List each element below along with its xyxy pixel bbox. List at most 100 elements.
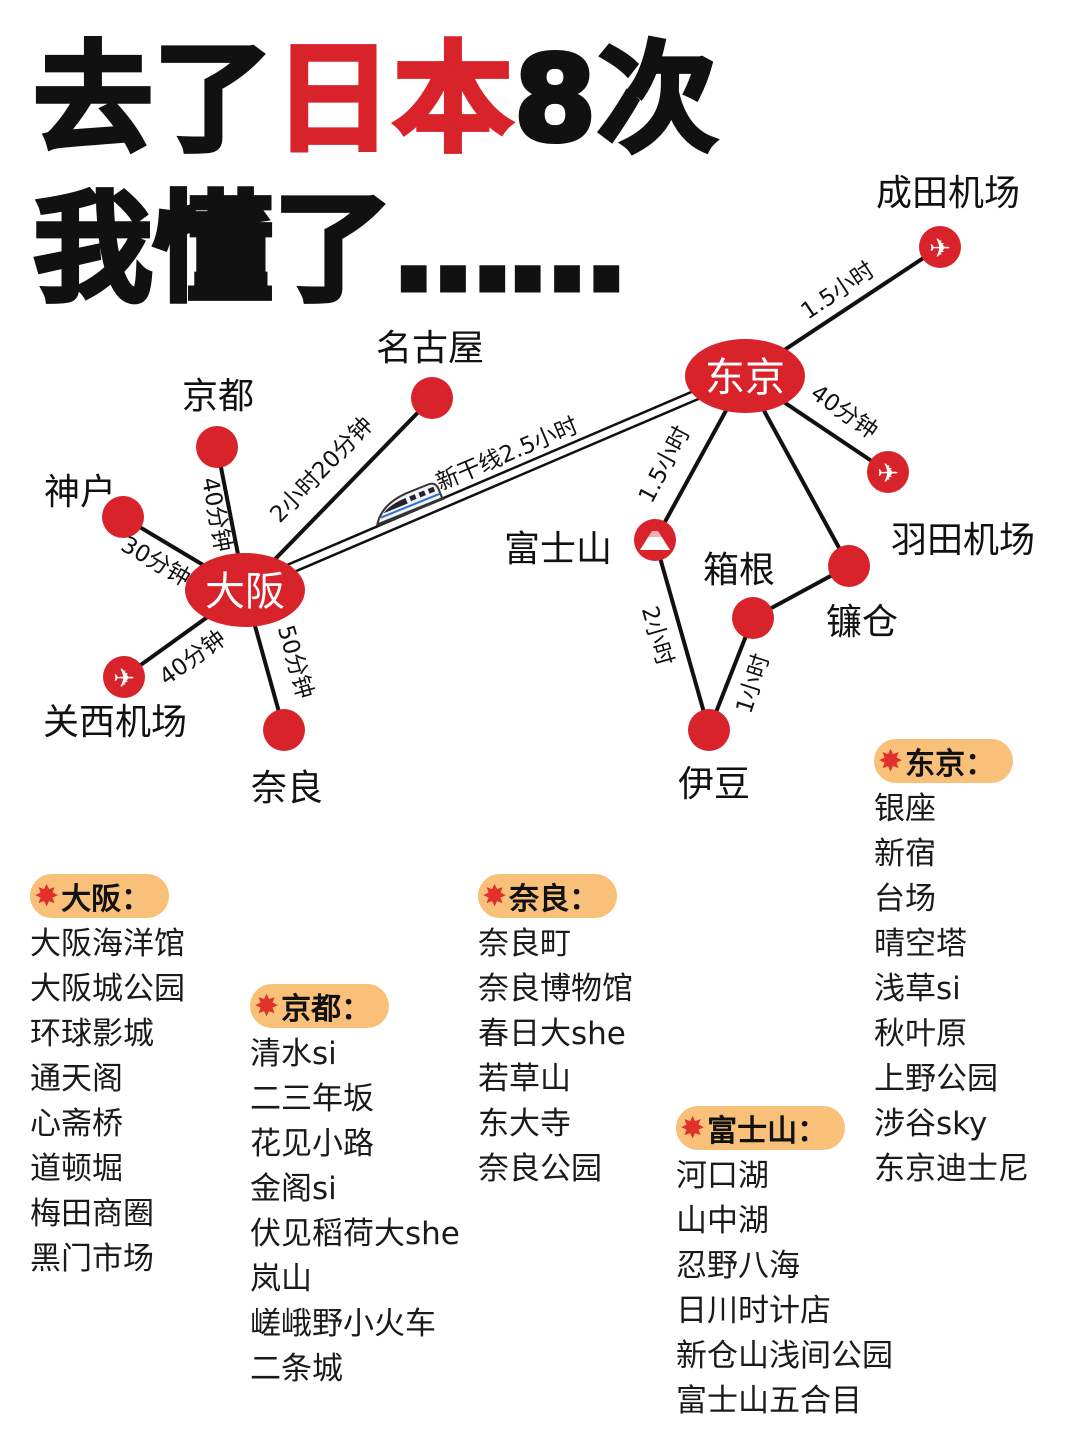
label-kyoto: 京都	[182, 376, 254, 417]
title-line-2: 我懂了……	[31, 188, 628, 311]
list-header-fuji: ✸富士山：	[676, 1106, 846, 1150]
list-item: 二条城	[250, 1351, 343, 1387]
label-nara: 奈良	[251, 768, 323, 809]
title-line-1: 去了日本8次	[31, 38, 718, 161]
list-item: 上野公园	[874, 1061, 998, 1097]
edge-label-osaka-kansai: 40分钟	[155, 626, 231, 691]
title-part-times: 8次	[512, 30, 719, 168]
list-osaka: ✸大阪： 大阪海洋馆大阪城公园环球影城通天阁心斋桥道顿堀梅田商圈黑门市场	[30, 874, 185, 1282]
edge-osaka-nagoya	[243, 396, 434, 592]
list-header-tokyo: ✸东京：	[874, 739, 1014, 783]
list-header-nara: ✸奈良：	[478, 874, 618, 918]
list-header-kyoto: ✸京都：	[250, 984, 390, 1028]
list-item: 浅草si	[874, 971, 961, 1007]
node-izu	[688, 709, 730, 751]
airplane-icon: ✈	[877, 459, 899, 489]
list-item: 日川时计店	[676, 1293, 831, 1329]
list-item: 涉谷sky	[874, 1106, 988, 1142]
node-kamakura	[828, 545, 870, 587]
label-izu: 伊豆	[678, 764, 750, 805]
list-item: 奈良町	[478, 926, 571, 962]
label-kansai-airport: 关西机场	[43, 702, 187, 743]
edge-label-tokyo-fuji: 1.5小时	[634, 422, 696, 507]
attraction-list: 大阪海洋馆大阪城公园环球影城通天阁心斋桥道顿堀梅田商圈黑门市场	[30, 922, 185, 1282]
node-haneda-airport: ✈	[867, 451, 909, 493]
node-nagoya	[411, 377, 453, 419]
list-item: 富士山五合目	[676, 1383, 862, 1419]
route-map: ✈ ✈ ✈ 大阪 东京 京都 神户 名古屋 关西机场 奈良 成田机场 羽田机场 …	[43, 173, 1035, 809]
title-part-understood: 我懂了	[31, 180, 395, 318]
list-item: 忍野八海	[676, 1248, 800, 1284]
list-item: 清水si	[250, 1036, 337, 1072]
mountain-icon	[640, 531, 670, 550]
list-item: 金阁si	[250, 1171, 337, 1207]
shinkansen-train-icon	[375, 482, 445, 527]
hub-osaka	[185, 553, 305, 627]
edge-label-osaka-kyoto: 40分钟	[196, 475, 236, 554]
title-part-dots: ……	[392, 180, 629, 318]
burst-icon: ✸	[254, 988, 280, 1024]
edge-label-tokyo-haneda: 40分钟	[806, 380, 883, 444]
attraction-list: 河口湖山中湖忍野八海日川时计店新仓山浅间公园富士山五合目	[676, 1154, 893, 1424]
list-item: 梅田商圈	[30, 1196, 154, 1232]
edge-label-fuji-izu: 2小时	[636, 603, 678, 668]
edge-label-shinkansen: 新干线2.5小时	[432, 413, 582, 496]
label-kamakura: 镰仓	[826, 602, 898, 643]
list-kyoto: ✸京都： 清水si 二三年坂花见小路金阁si 伏见稻荷大she 岚山嵯峨野小火车二条城	[250, 984, 460, 1392]
label-fuji: 富士山	[504, 529, 612, 570]
list-tokyo: ✸东京： 银座新宿台场晴空塔浅草si 秋叶原上野公园涉谷sky 东京迪士尼	[874, 739, 1029, 1192]
edge-label-osaka-kobe: 30分钟	[116, 532, 194, 592]
edge-osaka-tokyo	[244, 367, 746, 595]
list-nara: ✸奈良： 奈良町奈良博物馆春日大she 若草山东大寺奈良公园	[478, 874, 633, 1192]
list-item: 环球影城	[30, 1016, 154, 1052]
edge-label-osaka-nara: 50分钟	[272, 622, 318, 702]
list-item: 新仓山浅间公园	[676, 1338, 893, 1374]
list-item: 奈良公园	[478, 1151, 602, 1187]
node-kobe	[102, 496, 144, 538]
title-part-japan: 日本	[272, 30, 515, 168]
label-hakone: 箱根	[703, 550, 775, 591]
list-item: 晴空塔	[874, 926, 967, 962]
list-item: 大阪海洋馆	[30, 926, 185, 962]
burst-icon: ✸	[680, 1110, 706, 1146]
hub-tokyo	[685, 339, 805, 413]
node-kansai-airport: ✈	[103, 656, 145, 698]
airplane-icon: ✈	[113, 664, 135, 694]
hub-label-osaka: 大阪	[205, 569, 285, 615]
list-item: 东京迪士尼	[874, 1151, 1029, 1187]
list-item: 嵯峨野小火车	[250, 1306, 436, 1342]
node-fuji	[634, 519, 676, 561]
burst-icon: ✸	[34, 878, 60, 914]
list-item: 奈良博物馆	[478, 971, 633, 1007]
list-item: 伏见稻荷大she	[250, 1216, 460, 1252]
title-part-went: 去了	[31, 30, 275, 168]
list-item: 二三年坂	[250, 1081, 374, 1117]
list-item: 心斋桥	[30, 1106, 123, 1142]
hub-label-tokyo: 东京	[705, 355, 785, 401]
list-item: 东大寺	[478, 1106, 571, 1142]
list-item: 山中湖	[676, 1203, 769, 1239]
node-nara	[263, 709, 305, 751]
label-nagoya: 名古屋	[376, 328, 484, 369]
list-item: 河口湖	[676, 1158, 769, 1194]
label-kobe: 神户	[44, 472, 116, 513]
airplane-icon: ✈	[929, 234, 951, 264]
list-item: 秋叶原	[874, 1016, 967, 1052]
node-narita-airport: ✈	[919, 226, 961, 268]
list-item: 银座	[874, 791, 936, 827]
list-item: 新宿	[874, 836, 936, 872]
attraction-list: 奈良町奈良博物馆春日大she 若草山东大寺奈良公园	[478, 922, 633, 1192]
label-haneda: 羽田机场	[891, 520, 1035, 561]
list-item: 岚山	[250, 1261, 312, 1297]
node-hakone	[732, 597, 774, 639]
burst-icon: ✸	[878, 743, 904, 779]
label-narita: 成田机场	[876, 173, 1020, 214]
list-item: 若草山	[478, 1061, 571, 1097]
list-item: 花见小路	[250, 1126, 374, 1162]
list-item: 台场	[874, 881, 936, 917]
burst-icon: ✸	[482, 878, 508, 914]
list-header-osaka: ✸大阪：	[30, 874, 170, 918]
attraction-list: 银座新宿台场晴空塔浅草si 秋叶原上野公园涉谷sky 东京迪士尼	[874, 787, 1029, 1192]
list-item: 春日大she	[478, 1016, 626, 1052]
node-kyoto	[196, 426, 238, 468]
